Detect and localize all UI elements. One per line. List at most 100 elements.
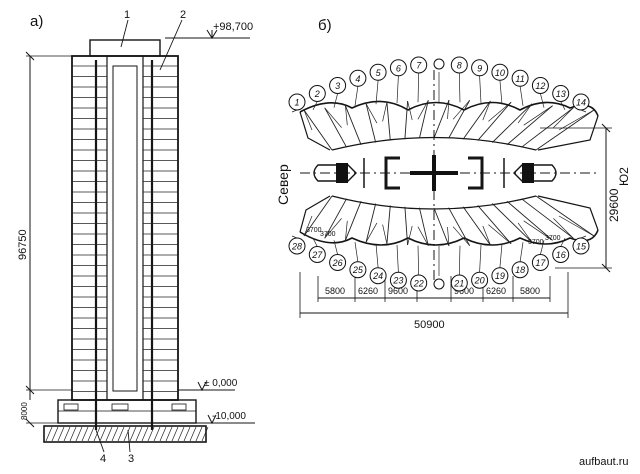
elevation-zero: ± 0,000 [204, 378, 238, 389]
floor-lines [72, 65, 178, 392]
axis-node-circle [369, 267, 387, 285]
axis-node-label: 26 [332, 258, 343, 268]
depth-dimension: 29600 Ю2 [540, 123, 631, 273]
watermark: aufbaut.ru [579, 456, 629, 468]
corner-dim-left-1: 3700 [306, 227, 322, 234]
axis-node-circle [288, 237, 306, 255]
total-width-dim: 50900 [414, 319, 445, 331]
axis-node-circle [288, 93, 306, 111]
axis-node-circle [511, 69, 529, 87]
axis-node-circle [531, 254, 549, 271]
rooftop-structure [89, 39, 161, 57]
corner-dim-right-2: 3700 [545, 235, 561, 242]
axis-node-circle [491, 63, 509, 81]
axis-node-circle [329, 254, 347, 271]
axis-node-circle [433, 58, 445, 70]
axis-node-label: 20 [474, 276, 485, 286]
axis-node-label: 17 [535, 258, 546, 268]
axis-node-label: 23 [392, 276, 403, 286]
base-dim-label: 8000 [20, 402, 29, 420]
foundation-slab [43, 425, 207, 443]
north-label: Север [275, 164, 291, 205]
axis-node-circle [349, 69, 367, 87]
facade-south [299, 229, 599, 246]
axis-node-label: 13 [556, 89, 566, 99]
axis-node-label: 3 [335, 81, 340, 91]
axis-node-circle [433, 278, 445, 290]
axis-node-circle [552, 85, 570, 102]
axis-node-circle [410, 274, 428, 292]
tower-body [71, 55, 179, 401]
axis-node-circle [572, 93, 590, 111]
core-left [384, 156, 400, 190]
axis-node-label: 12 [535, 81, 545, 91]
axis-node-circle [410, 56, 428, 74]
tower-elevation: а) +98,700 1 2 3 4 [17, 9, 255, 465]
axis-node-label: 5 [376, 68, 382, 78]
axis-node-circle [450, 56, 468, 74]
axis-node-label: 6 [396, 63, 401, 73]
axis-node-circle [389, 271, 407, 289]
axis-node-label: 9 [477, 63, 482, 73]
depth-dim-unit: Ю2 [617, 167, 631, 186]
axis-node-circle [511, 261, 529, 279]
axis-node-circle [572, 237, 590, 255]
callout-leaders [95, 19, 183, 453]
axis-node-label: 1 [294, 98, 299, 108]
corner-dim-left-2: 3700 [320, 231, 336, 238]
callout-2: 2 [180, 9, 186, 21]
tower-plan: б) Север [275, 17, 631, 331]
apartment-partitions [303, 99, 595, 247]
axis-node-circle [308, 246, 326, 263]
axis-node-label: 28 [291, 242, 302, 252]
foundation-hatch [45, 426, 209, 442]
panel-label-a: а) [30, 13, 43, 30]
axis-node-circle [531, 77, 549, 94]
bottom-elevation-marker: -10,000 [196, 411, 255, 425]
axis-node-label: 4 [355, 74, 360, 84]
elevation-top: +98,700 [213, 21, 253, 33]
axis-node-label: 25 [352, 265, 364, 275]
axis-node-label: 8 [457, 61, 462, 71]
callout-4: 4 [100, 453, 106, 465]
width-dimensions: 5800 6260 9600 9600 6260 5800 50900 3700… [299, 227, 569, 331]
axis-node-label: 11 [515, 74, 524, 84]
axis-node-circle [329, 77, 347, 94]
axis-node-circle [349, 261, 367, 279]
axis-node-circle [389, 59, 407, 77]
axis-node-label: 10 [495, 68, 505, 78]
axis-node-label: 7 [416, 61, 422, 71]
bay-dim-right-2: 6260 [486, 286, 506, 296]
stair-east [513, 163, 557, 183]
axis-node-label: 2 [314, 89, 320, 99]
core-shaft [112, 65, 138, 392]
axis-node-label: 27 [311, 250, 323, 260]
zero-elevation-marker: ± 0,000 [178, 378, 238, 392]
axis-node-circle [471, 59, 489, 77]
axis-node-label: 16 [556, 250, 566, 260]
height-dimension: 96750 8000 [17, 51, 72, 428]
axis-node-label: 15 [576, 242, 587, 252]
axis-node-label: 22 [413, 279, 424, 289]
panel-label-b: б) [318, 17, 332, 34]
axis-node-label: 19 [495, 271, 505, 281]
bay-dim-right-3: 5800 [520, 286, 540, 296]
callout-1: 1 [124, 9, 130, 21]
corner-dim-right-1: 3700 [528, 239, 544, 246]
elevation-bottom: -10,000 [212, 411, 246, 422]
axis-node-circle [450, 274, 468, 292]
axis-node-label: 24 [372, 271, 383, 281]
axis-node-label: 18 [515, 265, 525, 275]
axis-node-circle [552, 246, 570, 263]
core-right [468, 156, 484, 190]
axis-node-circle [471, 271, 489, 289]
bay-dim-left-3: 9600 [388, 286, 408, 296]
bay-dim-left-1: 5800 [325, 286, 345, 296]
top-elevation-marker: +98,700 [165, 21, 253, 39]
height-dim-label: 96750 [17, 229, 29, 260]
depth-dim-label: 29600 [607, 188, 621, 222]
podium [57, 399, 197, 424]
